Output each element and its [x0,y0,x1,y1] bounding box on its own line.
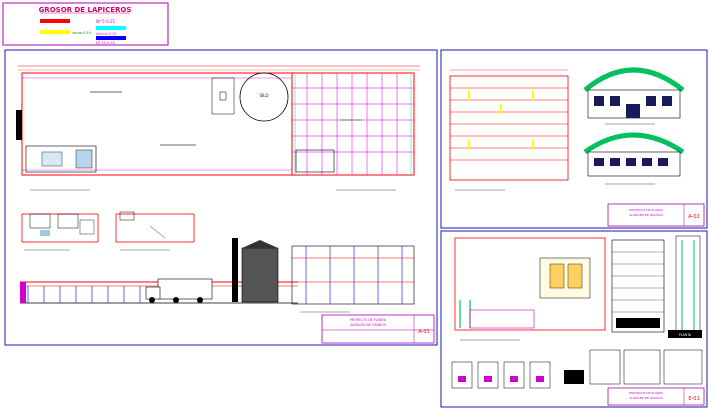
legend-label-1: Nº 5-0.25 [96,19,115,24]
title-block-e01: PROYECTO DE PLANTA ALMACEN DE GRANOS E-0… [607,387,705,406]
section-tag: PLANTA [679,333,692,337]
title-block-a02-id: A-02 [688,214,699,220]
silo-plan-circle [239,72,289,122]
silo-elevation [241,247,279,303]
elevation-side [291,245,415,313]
title-block-a02-line1: PROYECTO DE PLANTA [629,208,664,212]
elevation-front [20,238,298,304]
arch-section-1 [583,67,685,125]
truck [157,278,213,300]
title-block-e01-id: E-01 [688,396,699,402]
sheet-e01-border [440,230,708,408]
sheet-a02-border [440,49,708,229]
foundation-plan [454,237,606,341]
legend-title: GROSOR DE LAPICEROS [39,6,132,14]
title-block-e01-line1: PROYECTO DE PLANTA [629,391,664,395]
legend-label-2: verde-0.15 [72,31,91,35]
title-block-a01: PROYECTO DE PLANTA ALMACEN DE GRANOS A-0… [321,314,435,344]
notes-table [611,239,665,333]
title-block-a02-line2: ALMACEN DE GRANOS [629,213,663,217]
sheet-a01-border [4,49,438,346]
legend-box [2,2,169,46]
legend-swatch-blue [96,36,126,40]
legend-swatch-red [40,19,70,23]
legend-swatch-yellow [40,30,70,34]
silo-plan-label: SILO [260,93,269,98]
small-plan-annex [115,211,195,251]
title-block-a01-line1: PROYECTO DE PLANTA [350,318,387,322]
title-block-a02: PROYECTO DE PLANTA ALMACEN DE GRANOS A-0… [607,203,705,227]
small-plan-offices [21,213,99,251]
footing-details [451,349,703,389]
legend-swatch-cyan [96,26,126,30]
roof-plan [449,69,569,191]
floor-plan-main: SILO [16,65,420,191]
title-block-a01-line2: ALMACEN DE GRANOS [350,323,386,327]
title-block-a01-id: A-01 [418,329,429,335]
arch-section-2 [583,132,685,185]
title-block-e01-line2: ALMACEN DE GRANOS [629,396,663,400]
legend-label-3: blanco 0.20 [96,32,117,36]
column-detail: PLANTA [668,235,702,338]
legend-label-4: Nº 10-0.35 [96,41,115,45]
